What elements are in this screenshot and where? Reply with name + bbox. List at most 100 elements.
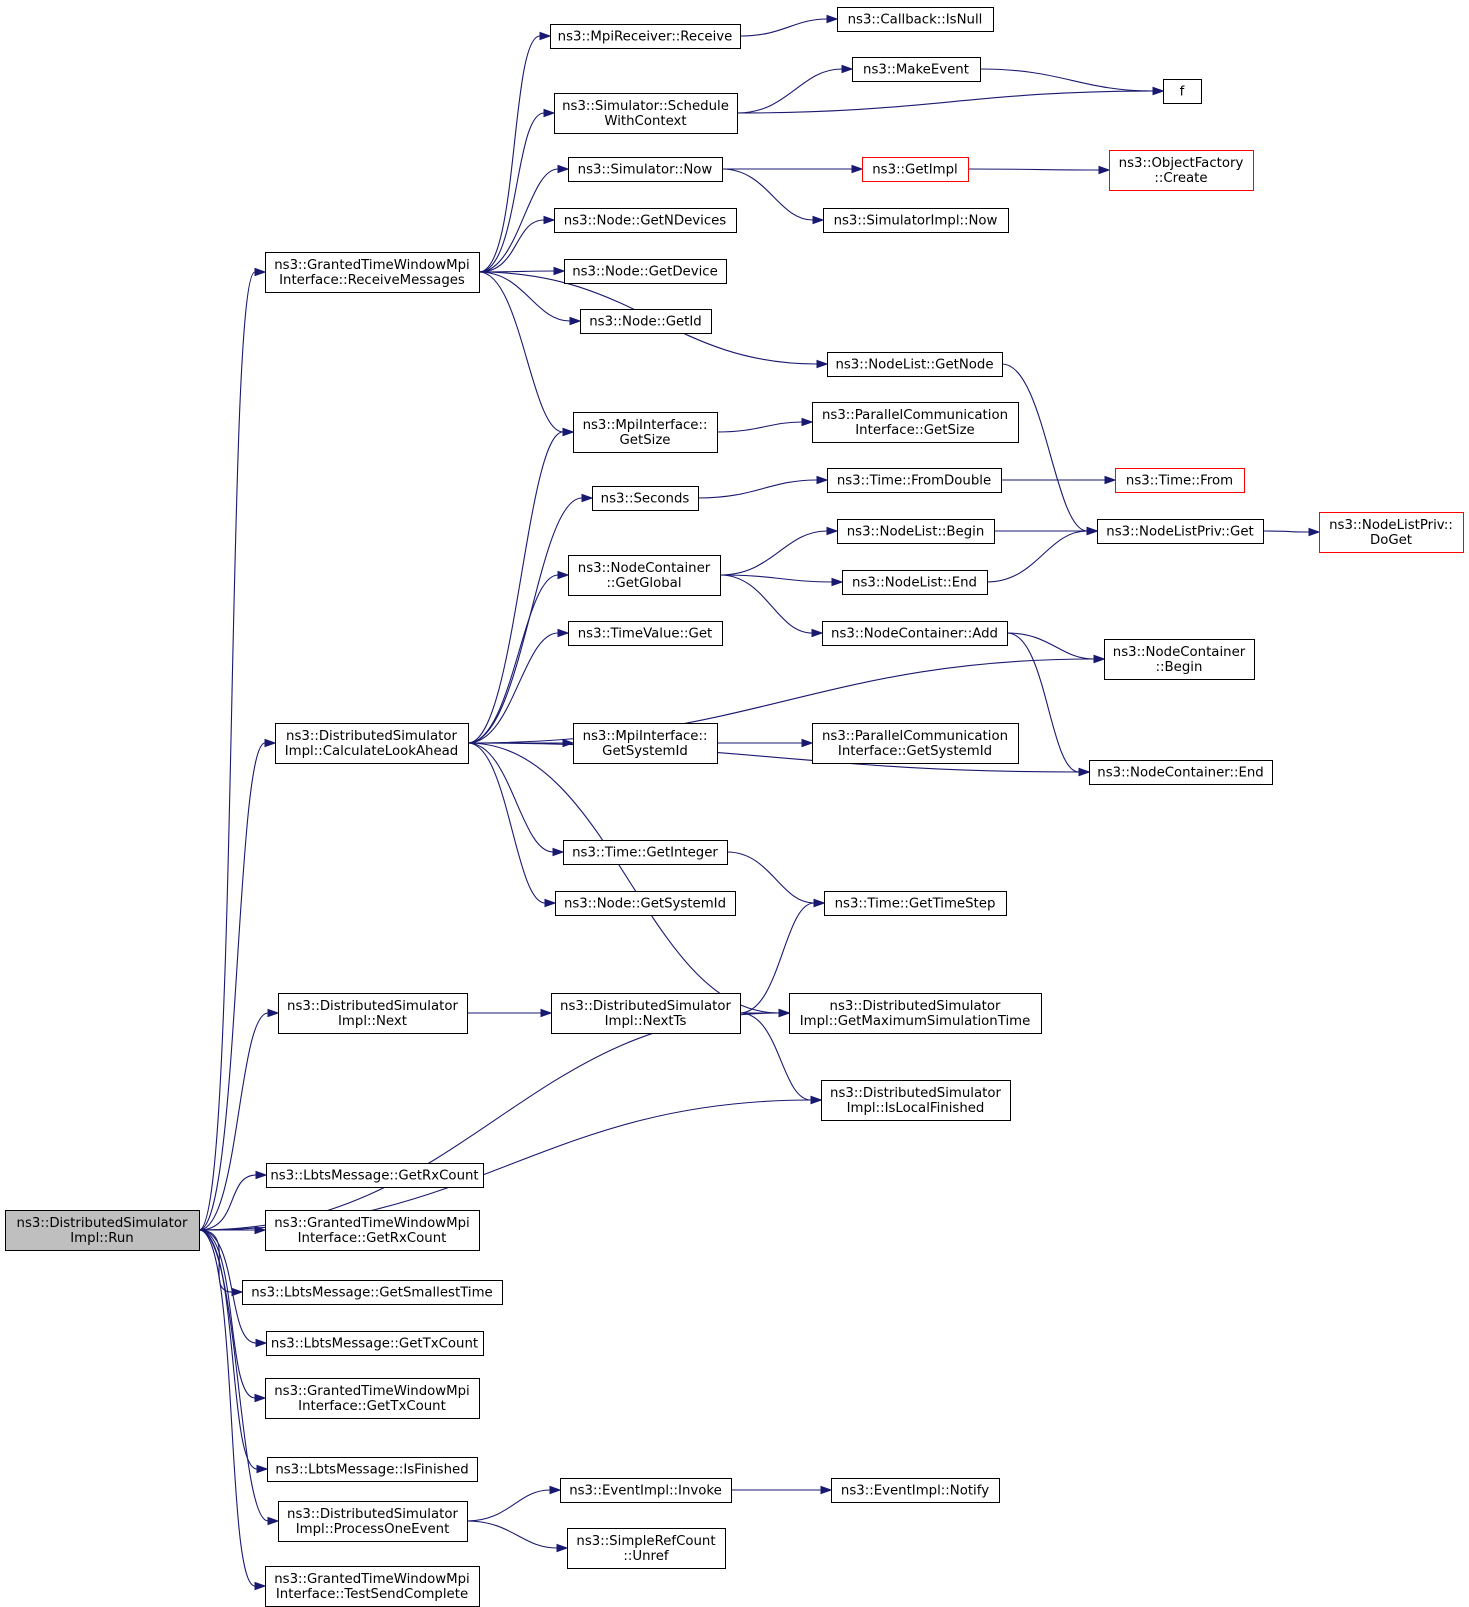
edge-ds-nextts-to-ds-getmaxsimtime bbox=[740, 1008, 791, 1018]
node-nodelistpriv-get[interactable]: ns3::NodeListPriv::Get bbox=[1097, 519, 1264, 544]
node-label: ns3::NodeList::GetNode bbox=[835, 358, 993, 373]
edge-simulator-now-to-get-impl bbox=[721, 164, 864, 174]
node-box bbox=[824, 891, 1007, 916]
node-gtw-getrxcount[interactable]: ns3::GrantedTimeWindowMpiInterface::GetR… bbox=[265, 1210, 480, 1251]
node-time-from[interactable]: ns3::Time::From bbox=[1115, 468, 1245, 493]
node-simulator-impl-now[interactable]: ns3::SimulatorImpl::Now bbox=[823, 208, 1009, 233]
node-pci-getsize[interactable]: ns3::ParallelCommunicationInterface::Get… bbox=[812, 402, 1019, 443]
arrowhead bbox=[557, 570, 570, 580]
node-label: Impl::IsLocalFinished bbox=[847, 1101, 985, 1116]
edge-line bbox=[198, 1012, 269, 1231]
node-calculate-lookahead[interactable]: ns3::DistributedSimulatorImpl::Calculate… bbox=[275, 723, 469, 764]
edge-run-to-gtw-testsendcomplete bbox=[198, 1229, 267, 1591]
node-box bbox=[265, 1378, 480, 1419]
node-timevalue-get[interactable]: ns3::TimeValue::Get bbox=[568, 621, 723, 646]
node-nodelist-begin[interactable]: ns3::NodeList::Begin bbox=[837, 519, 995, 544]
edge-run-to-receive-messages bbox=[198, 267, 267, 1231]
node-label: Impl::NextTs bbox=[605, 1014, 687, 1029]
node-pci-getsystemid[interactable]: ns3::ParallelCommunicationInterface::Get… bbox=[812, 723, 1019, 764]
node-eventimpl-invoke[interactable]: ns3::EventImpl::Invoke bbox=[560, 1478, 732, 1503]
node-label: ns3::NodeList::End bbox=[852, 576, 977, 591]
edge-line bbox=[467, 742, 546, 904]
node-lbts-gettxcount[interactable]: ns3::LbtsMessage::GetTxCount bbox=[266, 1331, 484, 1356]
edge-nodecontainer-add-to-nodecontainer-end bbox=[1006, 632, 1091, 777]
node-label: ns3::DistributedSimulator bbox=[830, 1086, 1001, 1101]
node-nodelist-getnode[interactable]: ns3::NodeList::GetNode bbox=[827, 352, 1003, 377]
edge-line bbox=[979, 68, 1154, 92]
node-mpi-getsize[interactable]: ns3::MpiInterface::GetSize bbox=[573, 412, 718, 453]
node-simulator-now[interactable]: ns3::Simulator::Now bbox=[568, 157, 723, 182]
node-node-getsystemid[interactable]: ns3::Node::GetSystemId bbox=[555, 891, 736, 916]
node-label: Impl::Next bbox=[338, 1014, 407, 1029]
edge-line bbox=[1006, 632, 1080, 773]
node-time-fromdouble[interactable]: ns3::Time::FromDouble bbox=[827, 468, 1002, 493]
edge-line bbox=[467, 497, 583, 744]
node-nodecontainer-end[interactable]: ns3::NodeContainer::End bbox=[1089, 760, 1273, 785]
node-label: ns3::LbtsMessage::IsFinished bbox=[275, 1463, 468, 1478]
edge-line bbox=[467, 742, 780, 1014]
node-get-impl[interactable]: ns3::GetImpl bbox=[862, 157, 969, 182]
node-ds-getmaxsimtime[interactable]: ns3::DistributedSimulatorImpl::GetMaximu… bbox=[789, 993, 1042, 1034]
node-box bbox=[573, 723, 718, 764]
node-eventimpl-notify[interactable]: ns3::EventImpl::Notify bbox=[831, 1478, 1000, 1503]
node-lbts-getrxcount[interactable]: ns3::LbtsMessage::GetRxCount bbox=[266, 1163, 484, 1188]
node-box bbox=[852, 57, 981, 82]
node-nodecontainer-getglobal[interactable]: ns3::NodeContainer::GetGlobal bbox=[568, 555, 721, 596]
node-label: ns3::NodeList::Begin bbox=[847, 525, 985, 540]
call-edges bbox=[198, 14, 1321, 1591]
edge-calculate-lookahead-to-timevalue-get bbox=[467, 628, 570, 744]
edge-seconds-to-time-fromdouble bbox=[697, 475, 829, 499]
node-label: ns3::LbtsMessage::GetRxCount bbox=[270, 1169, 478, 1184]
node-time-gettimestep[interactable]: ns3::Time::GetTimeStep bbox=[824, 891, 1007, 916]
function-nodes: ns3::DistributedSimulatorImpl::Runns3::G… bbox=[5, 7, 1464, 1607]
node-node-getndevices[interactable]: ns3::Node::GetNDevices bbox=[554, 208, 737, 233]
node-receive-messages[interactable]: ns3::GrantedTimeWindowMpiInterface::Rece… bbox=[265, 252, 480, 293]
node-nodelist-end[interactable]: ns3::NodeList::End bbox=[842, 570, 988, 595]
node-node-getdevice[interactable]: ns3::Node::GetDevice bbox=[564, 259, 727, 284]
node-box bbox=[862, 157, 969, 182]
node-label: ns3::Time::From bbox=[1126, 474, 1233, 489]
node-label: ns3::ParallelCommunication bbox=[822, 408, 1008, 423]
node-simplerefcount-unref[interactable]: ns3::SimpleRefCount::Unref bbox=[567, 1528, 726, 1569]
node-make-event[interactable]: ns3::MakeEvent bbox=[852, 57, 981, 82]
node-ds-islocalfinished[interactable]: ns3::DistributedSimulatorImpl::IsLocalFi… bbox=[821, 1080, 1011, 1121]
node-nodecontainer-add[interactable]: ns3::NodeContainer::Add bbox=[822, 621, 1008, 646]
edge-line bbox=[1262, 530, 1310, 533]
node-node-getid[interactable]: ns3::Node::GetId bbox=[580, 309, 712, 334]
node-f[interactable]: f bbox=[1163, 79, 1202, 104]
node-label: ns3::NodeContainer::Add bbox=[831, 627, 998, 642]
node-box bbox=[266, 1163, 484, 1188]
node-box bbox=[1104, 639, 1255, 680]
node-ds-processoneevent[interactable]: ns3::DistributedSimulatorImpl::ProcessOn… bbox=[278, 1501, 468, 1542]
edge-ds-nextts-to-ds-islocalfinished bbox=[739, 1012, 823, 1105]
arrowhead bbox=[544, 898, 557, 908]
arrowhead bbox=[1098, 165, 1111, 175]
node-time-getinteger[interactable]: ns3::Time::GetInteger bbox=[563, 840, 728, 865]
node-gtw-gettxcount[interactable]: ns3::GrantedTimeWindowMpiInterface::GetT… bbox=[265, 1378, 480, 1419]
edge-line bbox=[739, 18, 828, 37]
node-box bbox=[812, 402, 1019, 443]
arrowhead bbox=[557, 164, 570, 174]
node-mpi-getsystemid[interactable]: ns3::MpiInterface::GetSystemId bbox=[573, 723, 718, 764]
node-label: ns3::GetImpl bbox=[872, 163, 957, 178]
node-seconds[interactable]: ns3::Seconds bbox=[592, 486, 699, 511]
node-callback-isnull[interactable]: ns3::Callback::IsNull bbox=[837, 7, 994, 32]
node-box bbox=[1163, 79, 1202, 104]
node-gtw-testsendcomplete[interactable]: ns3::GrantedTimeWindowMpiInterface::Test… bbox=[265, 1566, 480, 1607]
node-label: ns3::Callback::IsNull bbox=[848, 13, 983, 28]
node-lbts-getsmallesttime[interactable]: ns3::LbtsMessage::GetSmallestTime bbox=[242, 1280, 503, 1305]
node-object-factory-create[interactable]: ns3::ObjectFactory::Create bbox=[1109, 150, 1254, 191]
node-label: Interface::GetTxCount bbox=[298, 1399, 446, 1414]
node-nodelistpriv-doget[interactable]: ns3::NodeListPriv::DoGet bbox=[1319, 512, 1464, 553]
node-nodecontainer-begin[interactable]: ns3::NodeContainer::Begin bbox=[1104, 639, 1255, 680]
edge-receive-messages-to-mpi-receive bbox=[478, 31, 552, 273]
node-label: ns3::NodeContainer::End bbox=[1097, 766, 1263, 781]
node-lbts-isfinished[interactable]: ns3::LbtsMessage::IsFinished bbox=[267, 1457, 478, 1482]
arrowhead bbox=[810, 1095, 823, 1105]
node-mpi-receive[interactable]: ns3::MpiReceiver::Receive bbox=[550, 24, 741, 49]
